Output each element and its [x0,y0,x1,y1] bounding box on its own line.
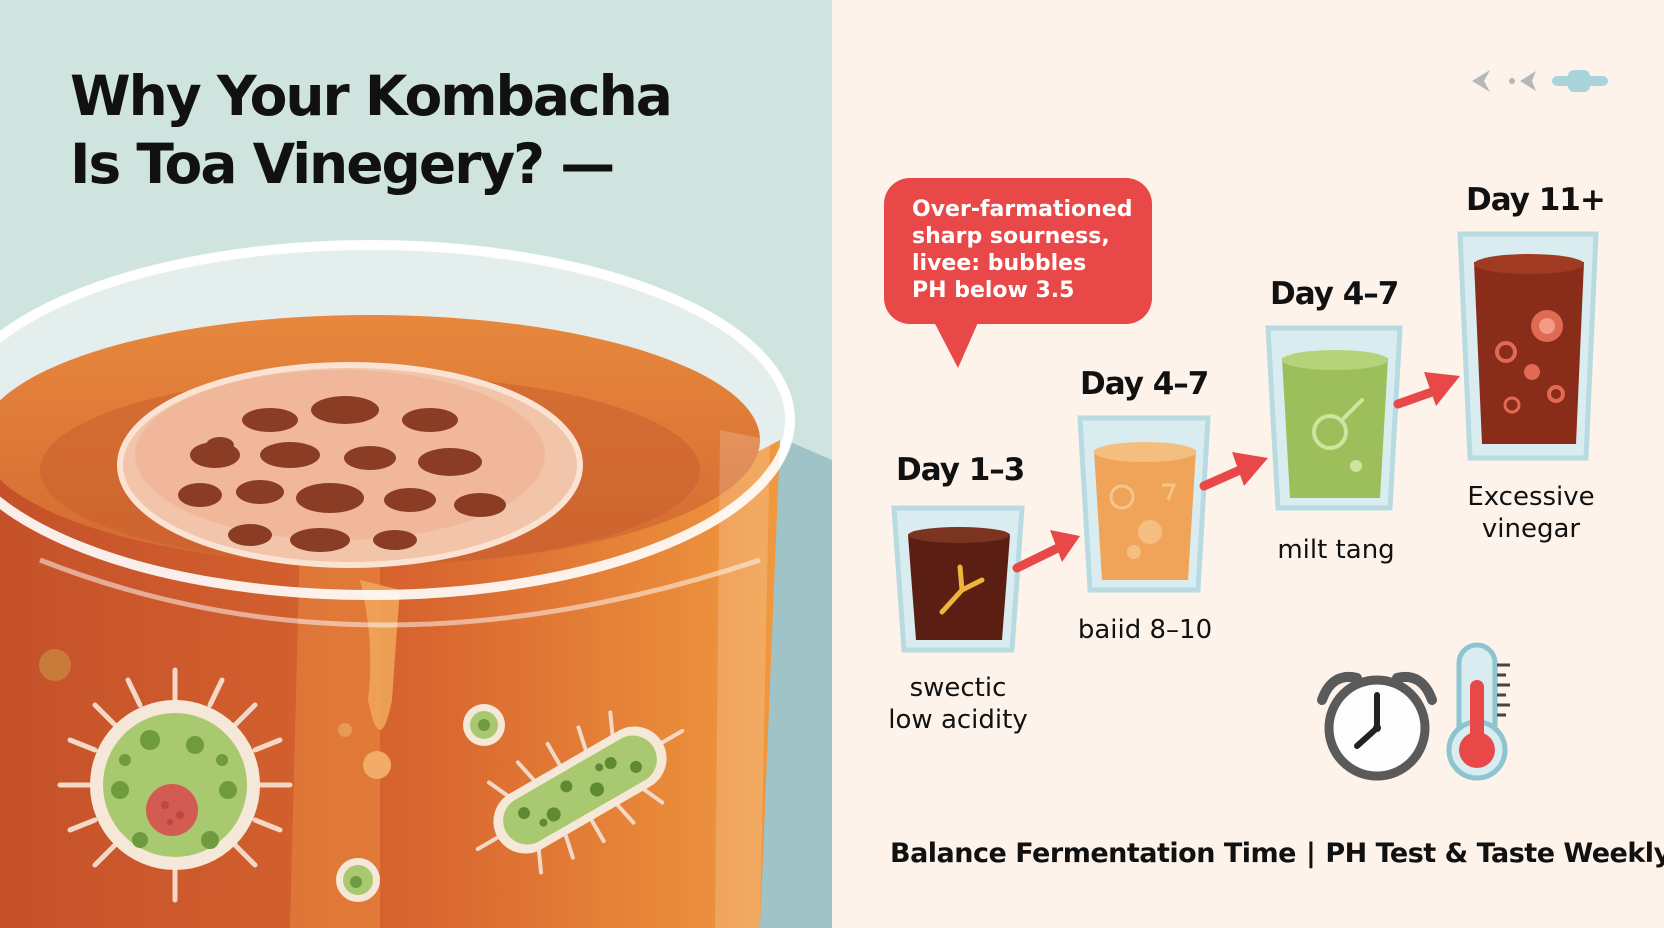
thermometer-icon [1446,642,1510,781]
fermentation-stages-panel [832,0,1664,928]
stage-4-note: Excessive vinegar [1467,482,1595,544]
callout-text: Over-farmationed sharp sourness, livee: … [912,197,1133,303]
slider-icon[interactable] [1552,70,1608,92]
page-title: Why Your Kombacha Is Toa Vinegery? — [70,62,673,198]
back-arrow-icon[interactable] [1472,70,1490,92]
stage-2-glass-icon [1077,415,1211,593]
rod-bacteria-icon [475,710,685,875]
arrow-right-icon [1199,452,1268,491]
bacteria-icon [57,667,293,903]
stage-3-day-label: Day 4–7 [1270,276,1399,312]
footer-left-tip: Balance Fermentation Time [890,838,1296,869]
stage-4-glass-icon [1457,231,1599,461]
stage-2-day-label: Day 4–7 [1080,366,1209,402]
back-arrow-icon[interactable] [1509,71,1536,91]
scoby-icon [117,362,583,568]
stage-1-glass-icon [891,505,1025,653]
footer-separator: | [1305,838,1316,869]
arrow-right-icon [1012,530,1080,573]
footer-tips: Balance Fermentation Time | PH Test & Tast… [890,838,1664,869]
footer-right-tip: PH Test & Taste Weekly [1325,838,1664,869]
callout-bubble [884,178,1152,368]
over-fermented-callout: Over-farmationed sharp sourness, livee: … [884,178,1152,368]
nav-controls [1472,70,1608,92]
stage-1-note: swectic low acidity [888,673,1028,735]
stage-4-day-label: Day 11+ [1466,182,1606,218]
stage-1-day-label: Day 1–3 [896,452,1025,488]
title-line-1: Why Your Kombacha [70,64,673,128]
stages-graphics [891,231,1599,781]
stopwatch-icon [1317,672,1437,781]
stage-2-note: baiid 8–10 [1077,615,1213,645]
kombucha-illustration-panel: Why Your Kombacha Is Toa Vinegery? — [0,0,832,928]
title-line-2: Is Toa Vinegery? — [70,132,615,196]
stage-3-glass-icon [1265,325,1403,511]
arrow-right-icon [1393,372,1460,409]
stage-3-note: milt tang [1277,535,1395,565]
kombucha-glass-illustration [0,240,832,928]
